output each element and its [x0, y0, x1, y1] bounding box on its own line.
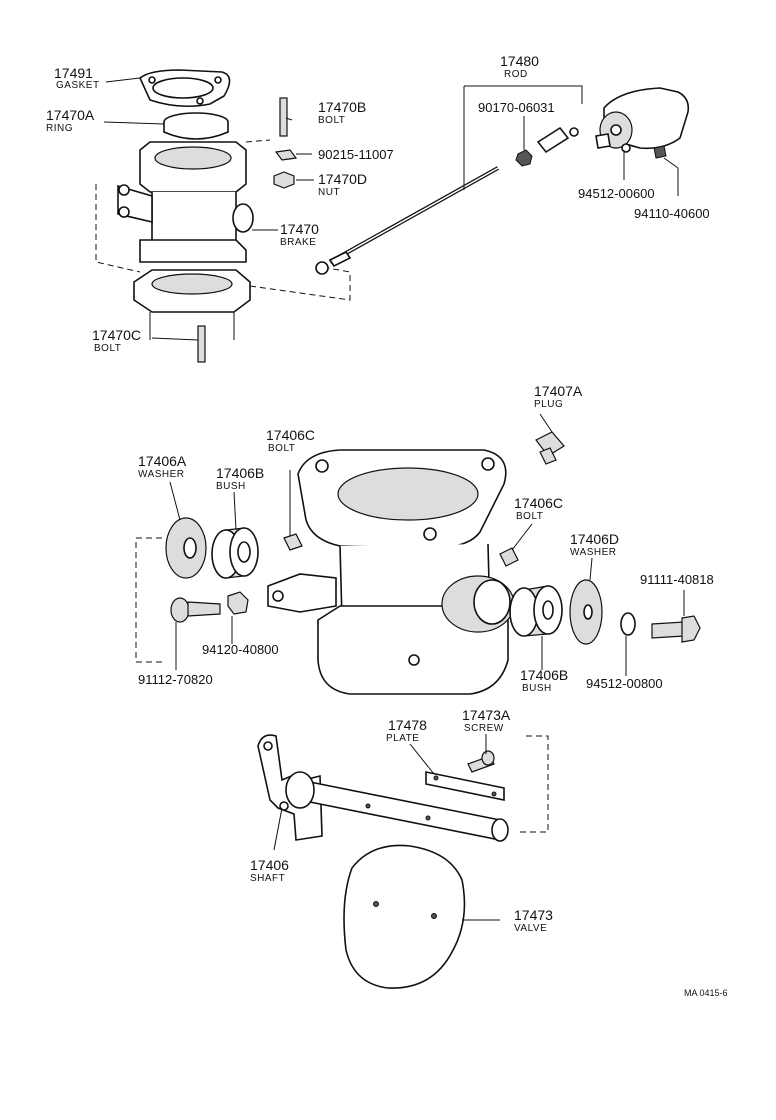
label-17406-name: SHAFT: [250, 873, 285, 884]
label-17406C-left-number: 17406C: [266, 427, 315, 443]
label-90215-number: 90215-11007: [318, 147, 394, 162]
nut-90170: [515, 149, 533, 167]
bolt-17470C: [197, 325, 206, 363]
label-17407A-name: PLUG: [534, 399, 563, 410]
lock-washer-94512-00800: [620, 612, 636, 636]
label-17406-number: 17406: [250, 857, 289, 873]
gasket-17491: [139, 69, 231, 108]
bolt-17470B: [279, 97, 288, 137]
label-17406C-right-number: 17406C: [514, 495, 563, 511]
label-17480-name: ROD: [504, 69, 528, 80]
bush-17406B-left: [211, 527, 259, 579]
label-17406D-name: WASHER: [570, 547, 617, 558]
valve-17473: [343, 844, 500, 989]
washer-90215: [274, 149, 298, 161]
label-17470-name: BRAKE: [280, 237, 316, 248]
label-17470C-name: BOLT: [94, 343, 121, 354]
rod-end-fitting: [536, 126, 579, 154]
label-17406B-left-number: 17406B: [216, 465, 264, 481]
label-17470D-number: 17470D: [318, 171, 367, 187]
label-17470B-name: BOLT: [318, 115, 345, 126]
label-94110-number: 94110-40600: [634, 206, 710, 221]
label-17470C-number: 17470C: [92, 327, 141, 343]
label-90170-number: 90170-06031: [478, 100, 555, 115]
plug-17407A: [535, 431, 565, 465]
plate-17478: [425, 771, 505, 801]
label-17406C-right-name: BOLT: [516, 511, 543, 522]
washer-17406D: [569, 579, 603, 645]
diagram-reference: MA 0415-6: [684, 988, 728, 998]
bolt-91112: [170, 597, 221, 623]
label-17473-number: 17473: [514, 907, 553, 923]
bolt-17406C-left: [283, 470, 303, 551]
ring-17470A: [163, 112, 229, 140]
label-91111-number: 91111-40818: [640, 572, 714, 587]
nut-94120: [227, 591, 249, 615]
label-17478-name: PLATE: [386, 733, 419, 744]
label-17473A-number: 17473A: [462, 707, 511, 723]
nut-17470D: [273, 171, 295, 189]
label-17473-name: VALVE: [514, 923, 547, 934]
label-17478-number: 17478: [388, 717, 427, 733]
screw-17473A: [467, 750, 495, 773]
bolt-91111: [651, 615, 701, 643]
lower-flange: [133, 269, 251, 340]
label-17470A-number: 17470A: [46, 107, 95, 123]
label-17470-number: 17470: [280, 221, 319, 237]
washer-17406A: [165, 517, 207, 579]
label-17406A-name: WASHER: [138, 469, 185, 480]
label-17470A-name: RING: [46, 123, 73, 134]
label-17406B-left-name: BUSH: [216, 481, 246, 492]
label-17491-name: GASKET: [56, 80, 100, 91]
label-17406A-number: 17406A: [138, 453, 187, 469]
label-17407A-number: 17407A: [534, 383, 583, 399]
solenoid-actuator: [595, 87, 690, 159]
label-17406B-right-number: 17406B: [520, 667, 568, 683]
label-94512-00800-number: 94512-00800: [586, 676, 663, 691]
label-17480-number: 17480: [500, 53, 539, 69]
label-91112-number: 91112-70820: [138, 672, 213, 687]
label-17491-number: 17491: [54, 65, 93, 81]
bush-17406B-right: [509, 585, 563, 637]
label-17406C-left-name: BOLT: [268, 443, 295, 454]
label-17406D-number: 17406D: [570, 531, 619, 547]
rod-17480: [315, 166, 499, 275]
label-17470B-number: 17470B: [318, 99, 366, 115]
shaft-17406: [257, 734, 509, 842]
label-17473A-name: SCREW: [464, 723, 504, 734]
label-17470D-name: NUT: [318, 187, 340, 198]
bolt-17406C-right: [499, 523, 533, 567]
brake-housing-17470: [117, 141, 254, 263]
label-17406B-right-name: BUSH: [522, 683, 552, 694]
throttle-body: [267, 449, 515, 695]
label-94120-number: 94120-40800: [202, 642, 279, 657]
label-94512-00600-number: 94512-00600: [578, 186, 655, 201]
